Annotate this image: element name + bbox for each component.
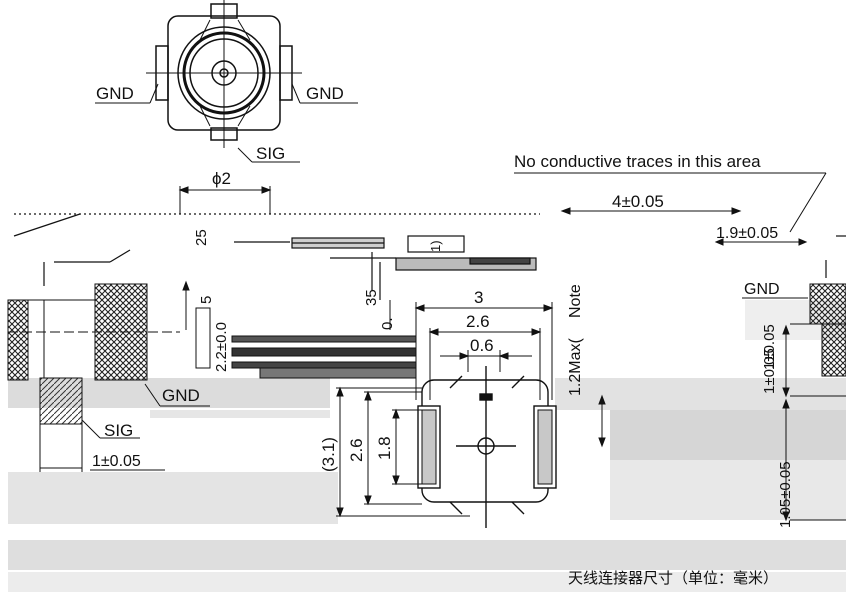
dim-1-9-lines <box>714 238 808 246</box>
top-view-leaders <box>95 83 358 163</box>
dim-2-6-top: 2.6 <box>466 312 490 331</box>
note-leader <box>514 172 827 233</box>
right-vertical-dimension <box>598 394 606 448</box>
dim-4: 4±0.05 <box>612 192 664 211</box>
dim-1-2max: 1.2Max( <box>567 338 584 396</box>
dim-2-2: 2.2±0.0 <box>213 322 230 372</box>
dim-2-6-side: 2.6 <box>347 438 366 462</box>
dim-1-9: 1.9±0.05 <box>716 225 778 242</box>
dim-0: 0. <box>379 317 396 330</box>
dim-3-1: (3.1) <box>319 437 338 472</box>
side-view-fragments <box>13 213 846 300</box>
gnd-right-side-label: GND <box>744 281 780 298</box>
dim-1-8: 1.8 <box>375 436 394 460</box>
dim-5: 5 <box>198 296 215 304</box>
sig-top-label: SIG <box>256 144 285 163</box>
footprint-dimensions <box>414 302 554 400</box>
phi2-dimension-lines <box>178 186 272 214</box>
right-dimensions <box>782 324 790 522</box>
right-section-hatching <box>742 283 846 521</box>
no-conductive-traces-note: No conductive traces in this area <box>514 152 761 171</box>
note-label: Note <box>567 284 584 318</box>
dim-1-0-05-mid: 1±0.05 <box>761 348 778 394</box>
gnd-side-label: GND <box>162 386 200 405</box>
dim-25: 25 <box>193 229 210 246</box>
dim-phi2: ϕ2 <box>212 169 231 188</box>
dim-1-0-05-top: 1±0.05 <box>761 324 778 370</box>
caption: 天线连接器尺寸（单位：毫米） <box>568 569 778 587</box>
connector-top-view <box>146 0 302 148</box>
dim-3: 3 <box>474 288 483 307</box>
footprint-left-dimensions <box>336 386 470 518</box>
side-view-stack <box>182 280 417 379</box>
footprint-body <box>417 366 557 528</box>
left-leaders <box>40 383 210 469</box>
dim-0-6: 0.6 <box>470 336 494 355</box>
dim-35: 35 <box>363 289 380 306</box>
left-section-hatching <box>7 283 180 472</box>
dim-4-lines <box>560 207 742 215</box>
dim-1-left: 1±0.05 <box>92 453 141 470</box>
sig-side-label: SIG <box>104 421 133 440</box>
gnd-left-label: GND <box>96 84 134 103</box>
dim-1-05-0-05: 1.05±0.05 <box>777 461 794 528</box>
gnd-right-label: GND <box>306 84 344 103</box>
small-mark: 1) <box>428 240 443 252</box>
